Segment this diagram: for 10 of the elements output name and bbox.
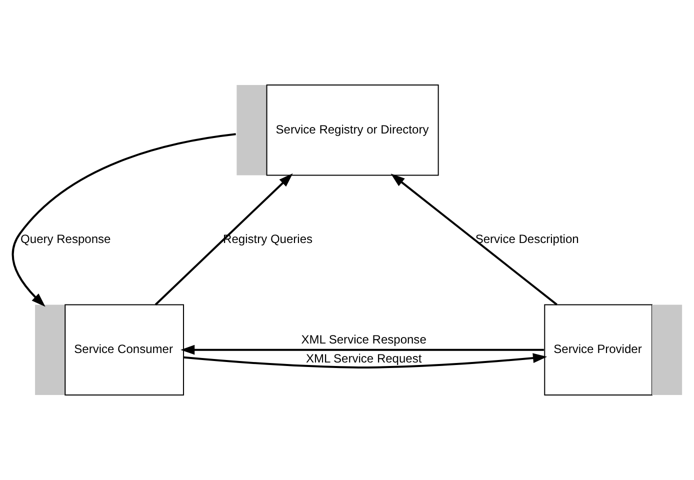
- edge-label: Query Response: [20, 232, 111, 246]
- arrow: [180, 344, 544, 355]
- arrow: [184, 353, 548, 368]
- arrow: [390, 174, 558, 306]
- edge-label: Registry Queries: [223, 232, 313, 246]
- arrow: [154, 173, 293, 306]
- edge-label: Service Description: [475, 232, 579, 246]
- arrow: [12, 133, 236, 307]
- edge-label: XML Service Response: [301, 332, 426, 346]
- edge-label: XML Service Request: [306, 351, 422, 366]
